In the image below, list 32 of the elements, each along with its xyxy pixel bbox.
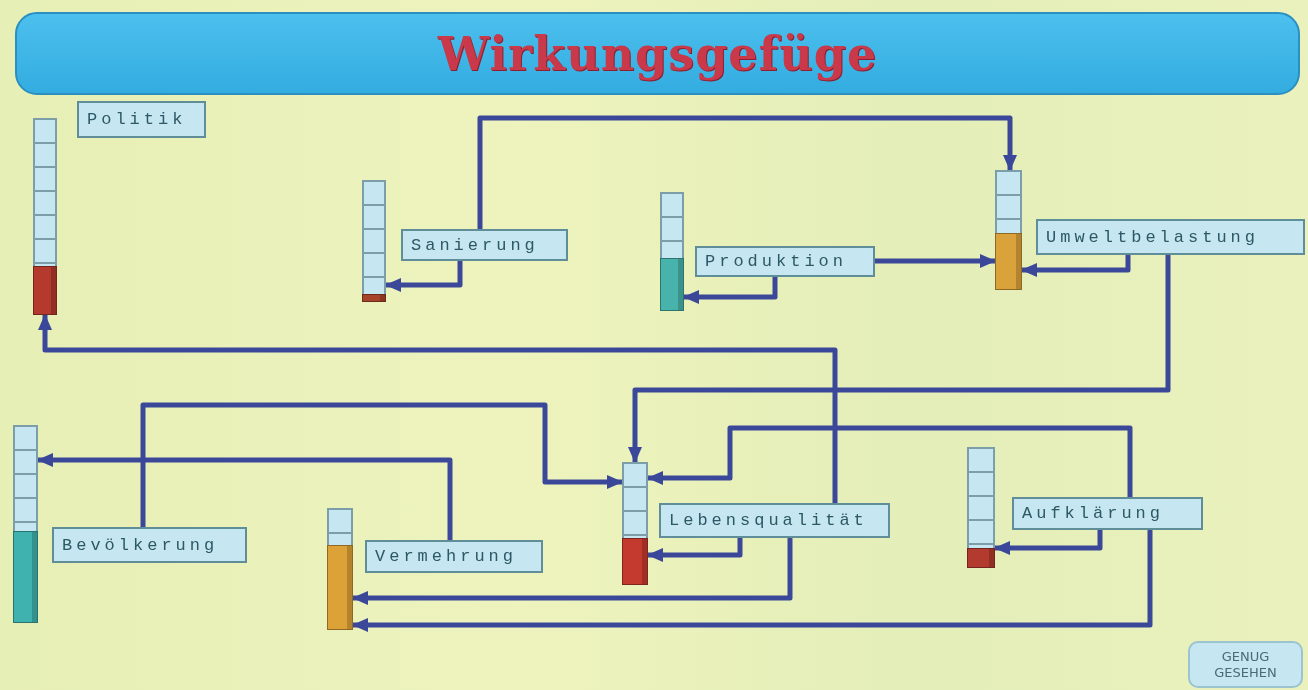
arrow [683, 277, 778, 304]
gauge-bar [967, 447, 995, 568]
variable-label: Produktion [695, 246, 875, 277]
arrow [875, 254, 996, 268]
diagram-title: Wirkungsgefüge [437, 26, 878, 81]
variable-label: Bevölkerung [52, 527, 247, 563]
variable-label: Umweltbelastung [1036, 219, 1305, 255]
gauge-bar [995, 170, 1022, 290]
arrow [352, 538, 793, 605]
done-button: GENUG GESEHEN [1188, 641, 1303, 688]
variable-label: Aufklärung [1012, 497, 1203, 530]
arrow [352, 530, 1153, 632]
variable-label: Politik [77, 101, 206, 138]
arrow [628, 255, 1171, 463]
arrow [647, 425, 1133, 497]
gauge-bar [327, 508, 353, 630]
gauge-bar [660, 192, 684, 311]
arrow [994, 530, 1103, 555]
arrow [647, 538, 743, 562]
variable-label: Lebensqualität [659, 503, 890, 538]
gauge-bar [622, 462, 648, 585]
variable-label: Sanierung [401, 229, 568, 261]
gauge-bar [362, 180, 386, 302]
gauge-bar [13, 425, 38, 623]
arrow [37, 453, 453, 540]
gauge-bar [33, 118, 57, 315]
arrow [385, 261, 463, 292]
arrow [477, 115, 1017, 229]
arrow [38, 314, 838, 503]
variable-label: Vermehrung [365, 540, 543, 573]
arrow [140, 402, 623, 527]
arrow [1021, 255, 1131, 277]
